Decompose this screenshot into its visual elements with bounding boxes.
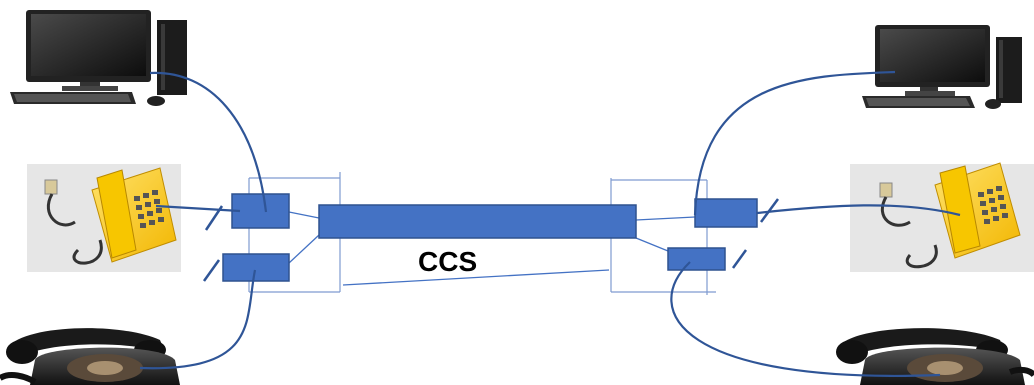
left-upper-line-card: [231, 193, 290, 229]
right-lower-line-card: [667, 247, 726, 271]
left-yellow-keypad-telephone-icon: [27, 164, 181, 272]
internal-connection-lines: [288, 211, 696, 286]
left-lower-line-card: [222, 253, 290, 282]
subscriber-wires: [139, 70, 961, 377]
ccs-signaling-block: [318, 204, 637, 239]
right-desktop-computer-icon: [862, 25, 1022, 109]
right-upper-line-card: [694, 198, 758, 228]
left-rotary-telephone-icon: [0, 328, 180, 385]
right-yellow-keypad-telephone-icon: [850, 162, 1034, 272]
left-desktop-computer-icon: [10, 10, 187, 106]
ccs-label: CCS: [418, 246, 477, 277]
